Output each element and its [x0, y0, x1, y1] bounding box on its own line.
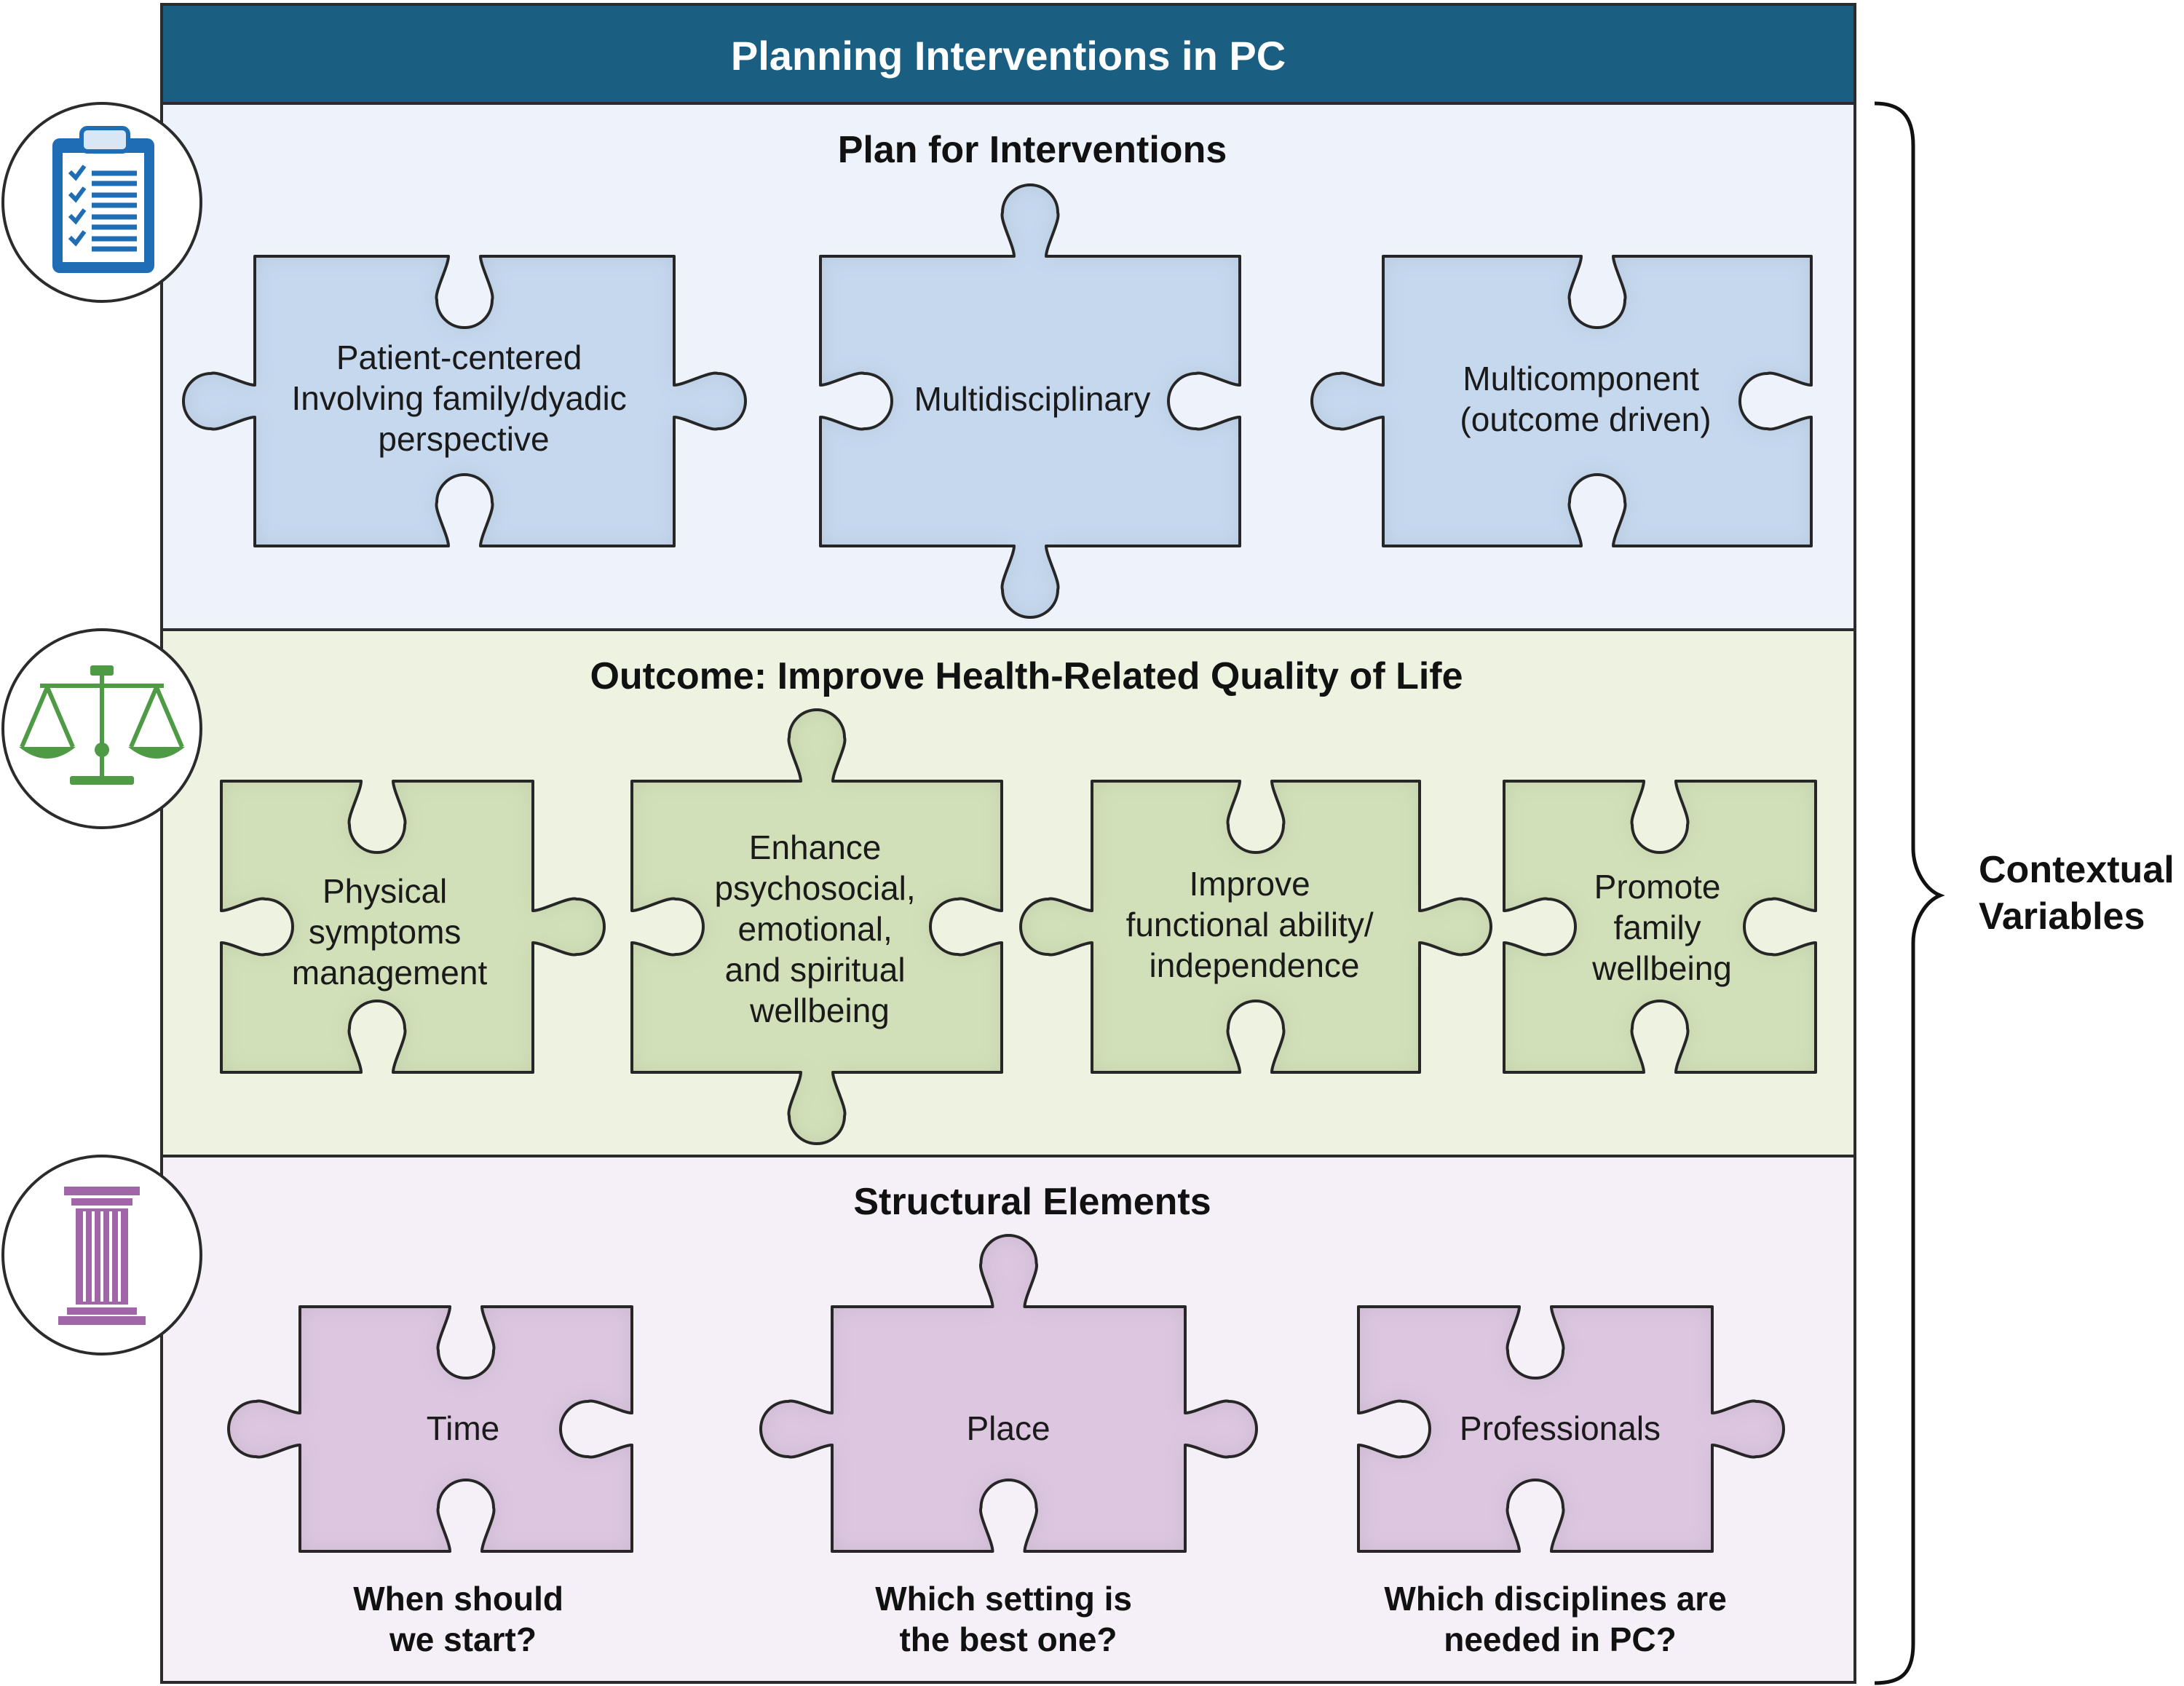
puzzle-piece-patient-centered — [182, 255, 747, 547]
piece-label-multidisciplinary: Multidisciplinary — [914, 380, 1151, 418]
structural-heading: Structural Elements — [853, 1181, 1211, 1223]
piece-label-physical-symptoms: Physical symptoms management — [292, 872, 488, 992]
puzzle-pieces — [182, 183, 1817, 1553]
puzzle-piece-functional-ability — [1019, 780, 1492, 1074]
puzzle-piece-psychosocial-wellbeing — [630, 708, 1003, 1145]
puzzle-piece-multidisciplinary — [819, 183, 1241, 619]
piece-label-multicomponent: Multicomponent (outcome driven) — [1460, 360, 1711, 438]
piece-label-place: Place — [966, 1409, 1050, 1447]
question-professionals: Which disciplines are needed in PC? — [1384, 1580, 1736, 1658]
question-place: Which setting is the best one? — [875, 1580, 1141, 1658]
balance-scale-icon — [1, 628, 202, 829]
puzzle-piece-family-wellbeing — [1503, 780, 1817, 1074]
piece-label-psychosocial-wellbeing: Enhance psychosocial, emotional, and spi… — [715, 828, 925, 1029]
puzzle-piece-physical-symptoms — [220, 780, 606, 1074]
puzzle-piece-professionals — [1357, 1305, 1785, 1553]
piece-label-professionals: Professionals — [1460, 1409, 1661, 1447]
piece-label-family-wellbeing: Promote family wellbeing — [1591, 868, 1732, 987]
puzzle-piece-multicomponent — [1310, 255, 1813, 547]
question-time: When should we start? — [353, 1580, 573, 1658]
puzzle-piece-time — [227, 1305, 633, 1553]
plan-heading: Plan for Interventions — [838, 129, 1227, 171]
column-pillar-icon — [1, 1155, 202, 1355]
title-bar — [160, 3, 1856, 105]
puzzle-piece-place — [759, 1234, 1258, 1553]
contextual-brace — [1874, 101, 1945, 1685]
diagram-title: Planning Interventions in PC — [731, 33, 1286, 79]
contextual-variables-label: Contextual Variables — [1979, 849, 2184, 938]
piece-label-functional-ability: Improve functional ability/ independence — [1126, 865, 1383, 984]
outcome-heading: Outcome: Improve Health-Related Quality … — [590, 655, 1463, 697]
clipboard-checklist-icon — [1, 102, 202, 303]
piece-label-time: Time — [427, 1409, 500, 1447]
piece-label-patient-centered: Patient-centered Involving family/dyadic… — [292, 339, 636, 458]
